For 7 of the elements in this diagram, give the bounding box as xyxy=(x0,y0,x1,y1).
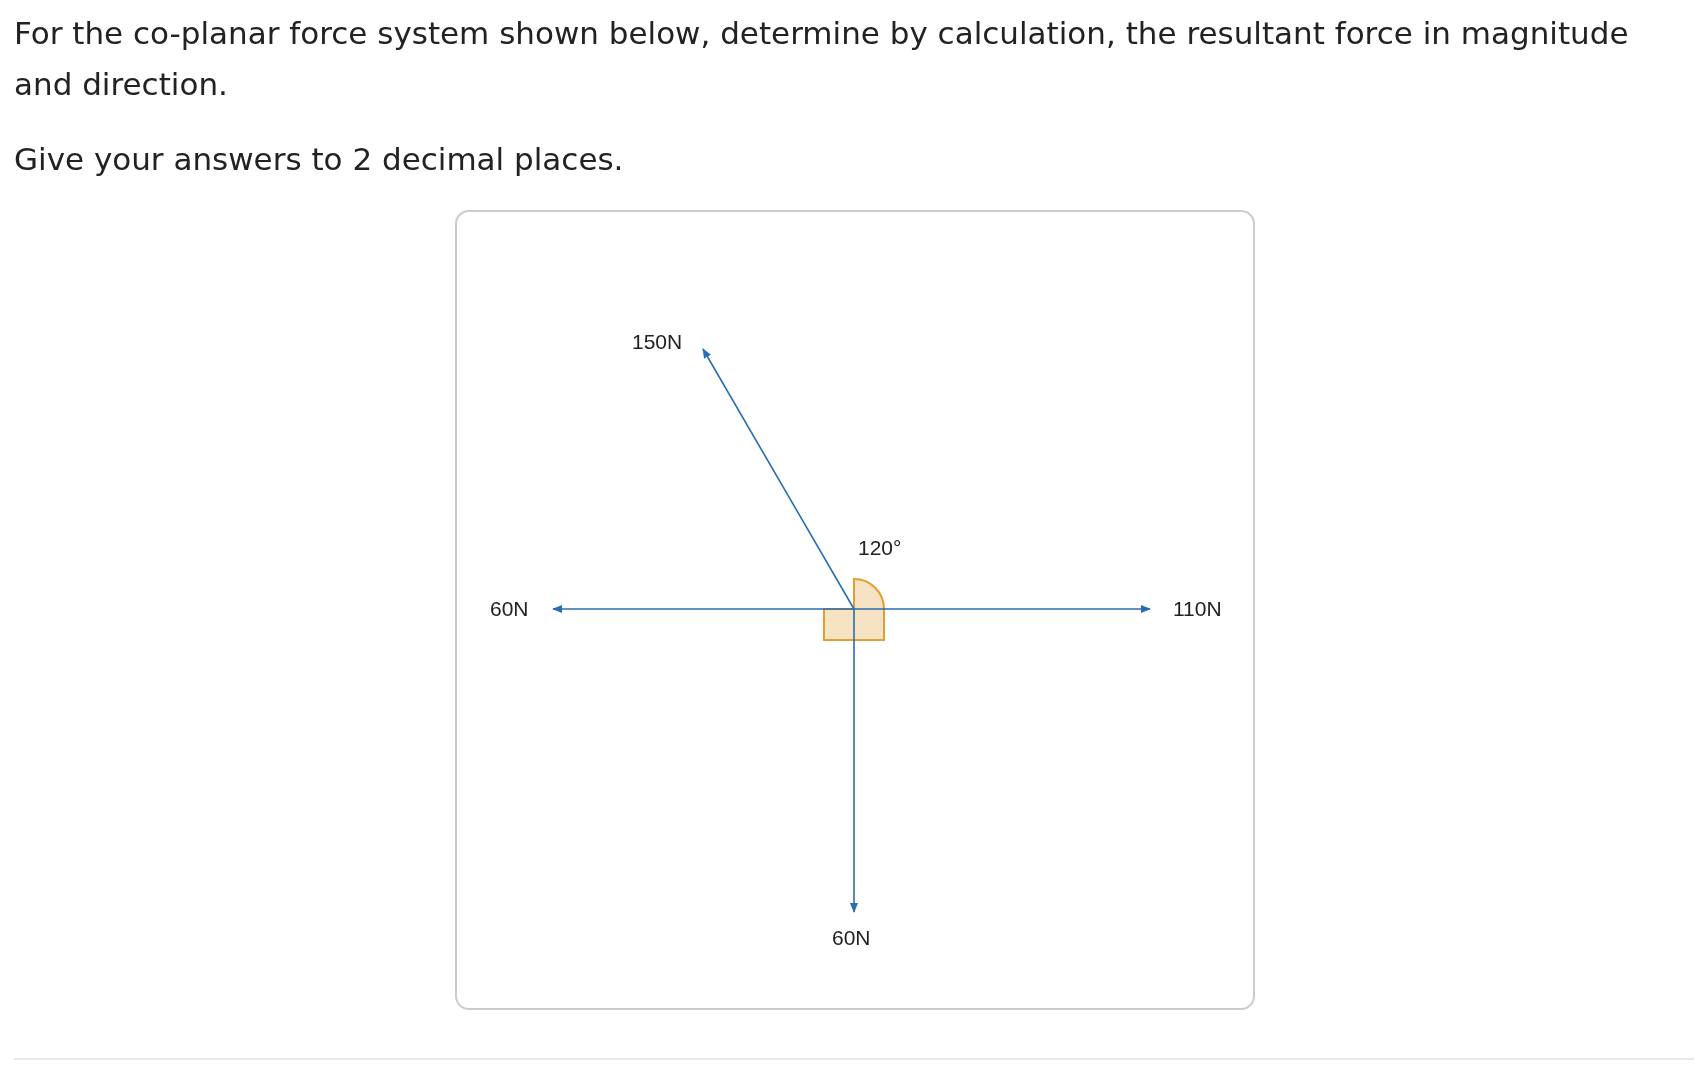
question-text: For the co-planar force system shown below, determine by calculation, the resultant force in magnitude and direction. xyxy=(14,14,1630,104)
force-label: 60N xyxy=(490,597,529,621)
force-label: 60N xyxy=(832,926,871,950)
instruction-text: Give your answers to 2 decimal places. xyxy=(14,140,624,179)
force-label: 150N xyxy=(632,330,683,354)
force-label: 110N xyxy=(1173,597,1222,621)
angle-label: 120° xyxy=(858,536,902,560)
